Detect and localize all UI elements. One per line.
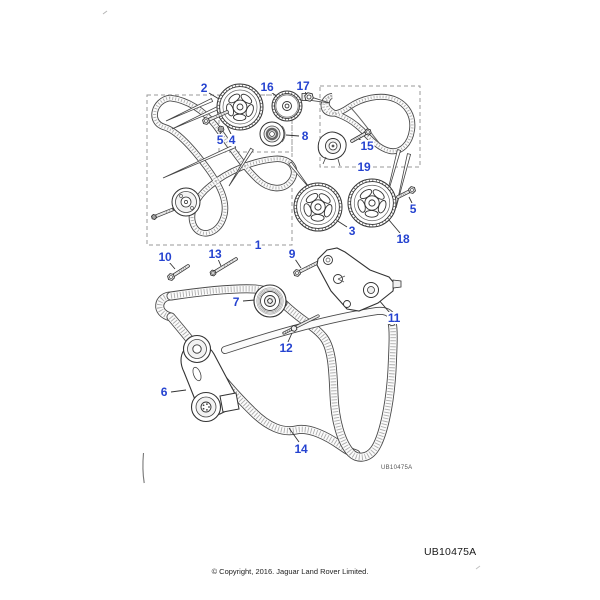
- callout-9: 9: [287, 247, 297, 261]
- bolt-9: [293, 261, 319, 277]
- pointer-wedge: [165, 98, 214, 122]
- leader-line-7: [242, 299, 256, 302]
- copyright-text: © Copyright, 2016. Jaguar Land Rover Lim…: [211, 567, 369, 576]
- bolt-10: [167, 264, 190, 281]
- callout-17: 17: [295, 79, 311, 93]
- mounting-bracket-11: [316, 247, 402, 312]
- stray-edge-line: [142, 452, 145, 484]
- bolt-5b: [396, 186, 416, 199]
- callout-14: 14: [293, 442, 309, 456]
- leader-line-13: [217, 258, 222, 267]
- timing-tensioner-pulley: [171, 187, 201, 217]
- idler-pulley-8: [259, 121, 286, 147]
- leader-line-12: [287, 332, 293, 343]
- callout-12: 12: [278, 341, 294, 355]
- pointer-wedge: [288, 161, 312, 191]
- callout-13: 13: [207, 247, 223, 261]
- leader-line-9: [294, 258, 302, 269]
- crankshaft-sprocket-18: [347, 178, 397, 228]
- callout-3: 3: [347, 224, 357, 238]
- idler-pulley-7: [253, 284, 287, 318]
- callout-19: 19: [356, 160, 372, 174]
- nut-17: [301, 92, 314, 102]
- leader-line-6: [170, 389, 187, 393]
- belt-tensioner-6: [180, 334, 240, 423]
- callout-1: 1: [253, 238, 263, 252]
- diagram-code-small: UB10475A: [381, 465, 413, 471]
- callout-10: 10: [157, 250, 173, 264]
- callout-8: 8: [300, 129, 310, 143]
- callout-2: 2: [199, 81, 209, 95]
- pointer-wedges: [162, 96, 412, 209]
- parts: [150, 83, 416, 423]
- crankshaft-sprocket-3: [293, 182, 343, 232]
- leader-line-8: [285, 134, 300, 137]
- stud-bolt-12: [282, 314, 320, 335]
- callout-5: 5: [215, 133, 225, 147]
- leader-line-18: [388, 219, 401, 234]
- pointer-wedge: [228, 147, 254, 187]
- washer-5: [217, 125, 225, 133]
- diagram-code-large: UB10475A: [424, 546, 477, 558]
- sprocket-16: [271, 90, 303, 122]
- leader-line-5: [408, 196, 413, 204]
- callout-7: 7: [231, 295, 241, 309]
- callout-5: 5: [408, 202, 418, 216]
- camshaft-sprocket-2: [216, 83, 264, 131]
- leader-line-10: [168, 261, 176, 270]
- bolt-4: [202, 110, 229, 125]
- crop-mark-top-left: [102, 10, 108, 15]
- callout-15: 15: [359, 139, 375, 153]
- leader-line-4: [226, 125, 232, 135]
- pointer-wedge: [162, 144, 237, 179]
- callout-6: 6: [159, 385, 169, 399]
- callout-11: 11: [386, 311, 402, 325]
- leader-line-14: [288, 427, 300, 443]
- callout-4: 4: [227, 133, 237, 147]
- callout-18: 18: [395, 232, 411, 246]
- crop-mark-bottom-right: [475, 565, 481, 570]
- bolt-15: [350, 128, 372, 143]
- bolt-13: [209, 257, 238, 277]
- timing-tensioner-15: [317, 131, 347, 167]
- callout-16: 16: [259, 80, 275, 94]
